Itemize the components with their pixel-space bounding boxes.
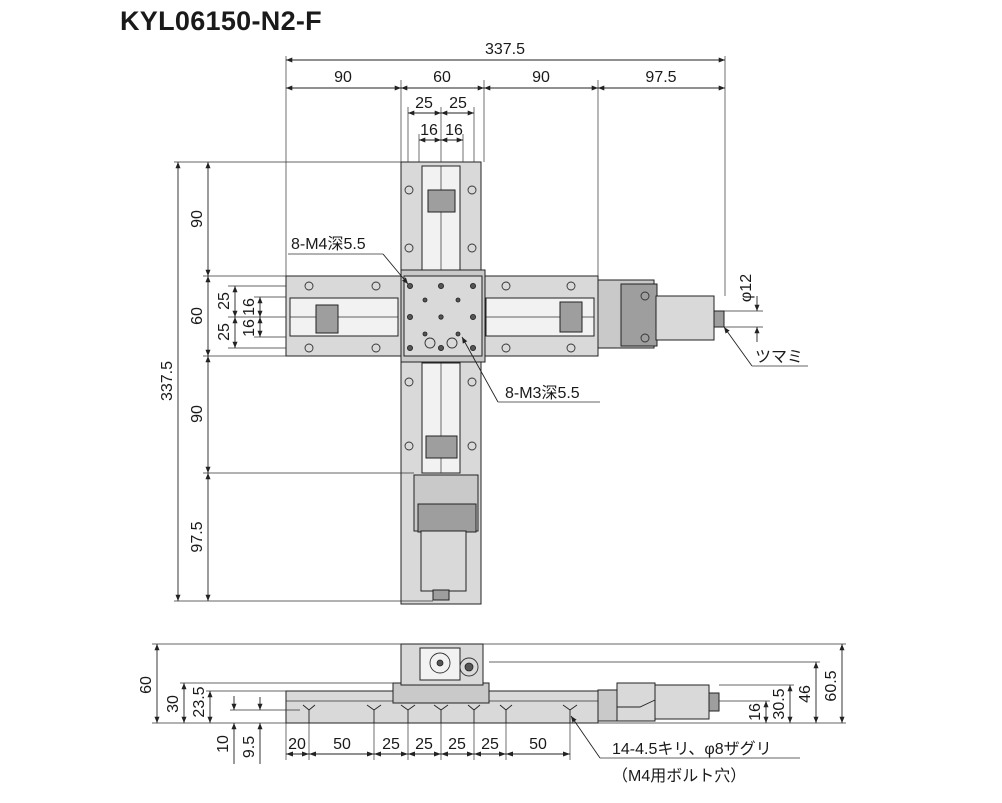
dim-bottom-5: 25 — [481, 736, 499, 753]
hole-note-line1: 14-4.5キリ、φ8ザグリ — [612, 740, 772, 758]
dim-v-overall: 337.5 — [159, 361, 176, 401]
dim-h-seg2: 60 — [433, 69, 451, 86]
side-x-knob — [708, 692, 720, 712]
hole-note-line2: （M4用ボルト穴） — [612, 767, 746, 785]
side-carriage — [392, 682, 490, 704]
dim-bottom-4: 25 — [448, 736, 466, 753]
top-view — [285, 161, 725, 605]
dim-bottom-1: 50 — [333, 736, 351, 753]
dim-h-pitch16a: 16 — [420, 122, 438, 139]
y-limit-block-bottom — [425, 435, 458, 459]
x-knob — [713, 310, 725, 328]
dim-v-pitch16b: 16 — [241, 319, 258, 337]
x-motor-body — [655, 295, 715, 341]
dim-v-seg2: 60 — [189, 307, 206, 325]
dim-side-h16: 16 — [747, 703, 764, 721]
side-holes — [302, 704, 578, 723]
side-x-motor-body — [654, 684, 710, 720]
dim-side-h23-5: 23.5 — [191, 686, 208, 717]
x-limit-block-right — [559, 301, 583, 333]
dim-v-seg1: 90 — [189, 210, 206, 228]
side-view — [285, 643, 720, 724]
dim-bottom-6: 50 — [529, 736, 547, 753]
top-vertical-dimensions: 337.5 90 60 90 97.5 25 25 16 16 — [159, 161, 433, 602]
y-limit-block-top — [427, 189, 456, 213]
dim-side-h10: 10 — [215, 735, 232, 753]
dim-h-overall: 337.5 — [485, 41, 525, 58]
y-motor-body — [420, 530, 467, 592]
dim-knob-dia: φ12 — [738, 274, 755, 302]
dim-h-seg1: 90 — [334, 69, 352, 86]
dim-h-pitch16b: 16 — [445, 122, 463, 139]
dim-v-seg4: 97.5 — [189, 521, 206, 552]
dim-side-h30: 30 — [165, 695, 182, 713]
dim-bottom-2: 25 — [382, 736, 400, 753]
dim-side-h30-5: 30.5 — [771, 688, 788, 719]
x-limit-block-left — [315, 304, 339, 334]
drawing-title: KYL06150-N2-F — [120, 6, 322, 36]
dim-h-seg4: 97.5 — [645, 69, 676, 86]
dim-h-pitch25a: 25 — [415, 95, 433, 112]
callout-knob: ツマミ — [755, 349, 803, 366]
y-knob — [432, 589, 450, 601]
top-callouts: 8-M4深5.5 8-M3深5.5 φ12 ツマミ — [288, 235, 808, 403]
dim-v-pitch25b: 25 — [216, 323, 233, 341]
callout-m4: 8-M4深5.5 — [291, 235, 366, 253]
dim-bottom-0: 20 — [288, 736, 306, 753]
side-hole-callout: 14-4.5キリ、φ8ザグリ （M4用ボルト穴） — [570, 715, 800, 785]
side-right-dimensions: 60.5 46 30.5 16 — [483, 643, 846, 724]
dim-v-pitch25a: 25 — [216, 292, 233, 310]
dim-side-h46: 46 — [797, 685, 814, 703]
side-bottom-dimensions: 20 50 25 25 25 25 50 — [285, 723, 571, 760]
dim-bottom-3: 25 — [415, 736, 433, 753]
dim-v-seg3: 90 — [189, 405, 206, 423]
side-left-dimensions: 60 30 23.5 10 9.5 — [138, 643, 401, 764]
dim-side-h9-5: 9.5 — [241, 736, 258, 758]
top-horizontal-dimensions: 337.5 90 60 90 97.5 25 25 16 16 — [285, 41, 726, 296]
dim-v-pitch16a: 16 — [241, 298, 258, 316]
dim-side-h60: 60 — [138, 676, 155, 694]
dim-h-pitch25b: 25 — [449, 95, 467, 112]
callout-m3: 8-M3深5.5 — [505, 384, 580, 402]
side-x-motor-housing — [616, 682, 656, 722]
dim-h-seg3: 90 — [532, 69, 550, 86]
dim-side-h60-5: 60.5 — [823, 670, 840, 701]
